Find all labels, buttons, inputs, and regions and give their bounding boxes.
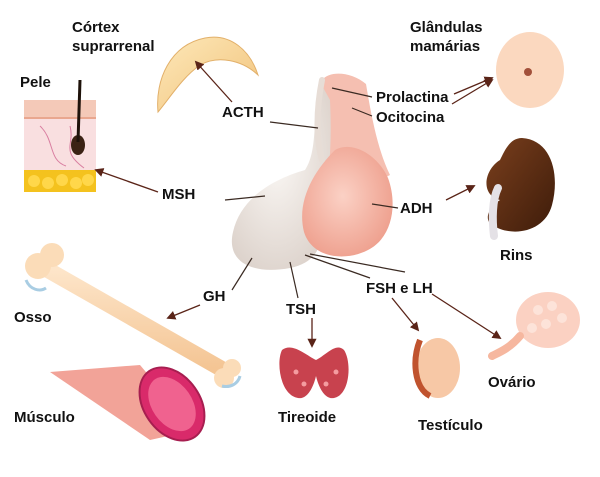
tsh-label: TSH	[286, 301, 316, 318]
acth-label: ACTH	[222, 104, 264, 121]
mammary-label: Glândulas mamárias	[410, 18, 483, 56]
arrow-to-bone	[166, 304, 201, 320]
kidney-label: Rins	[500, 247, 533, 264]
arrow-to-ovary	[431, 293, 502, 339]
fsh-lh-line-a	[304, 254, 371, 279]
skin-label: Pele	[20, 74, 51, 91]
msh-label: MSH	[162, 186, 196, 203]
gh-line	[231, 257, 253, 291]
ovary-illustration	[488, 292, 580, 360]
bone-illustration	[24, 243, 242, 388]
adh-label: ADH	[400, 200, 433, 217]
posterior-lobe	[302, 146, 393, 257]
oxytocin-line	[351, 107, 373, 117]
testis-illustration	[412, 338, 460, 399]
arrow-to-cortex	[194, 60, 233, 103]
muscle-illustration	[50, 365, 206, 442]
fsh-lh-label: FSH e LH	[366, 280, 433, 297]
adrenal-cortex-illustration	[157, 36, 260, 114]
fsh-lh-line-b	[309, 253, 406, 273]
prolactin-label: Prolactina	[376, 89, 449, 106]
thyroid-label: Tireoide	[278, 409, 337, 426]
arrow-to-skin	[94, 168, 159, 193]
arrow-to-kidney	[445, 185, 476, 201]
oxytocin-label: Ocitocina	[376, 109, 445, 126]
prolactin-line	[331, 87, 373, 98]
stalk-back-highlight	[314, 77, 325, 163]
muscle-label: Músculo	[14, 409, 75, 426]
arrow-oxytocin-to-mammary	[451, 79, 494, 105]
kidney-illustration	[486, 138, 555, 240]
gh-label: GH	[203, 288, 226, 305]
mammary-label-line2: mamárias	[410, 38, 481, 55]
cortex-label-line2: suprarrenal	[72, 38, 155, 55]
testis-label: Testículo	[418, 417, 483, 434]
bone-label: Osso	[14, 309, 52, 326]
cortex-label: Córtex suprarrenal	[72, 18, 155, 56]
msh-line	[224, 195, 266, 201]
skin-illustration	[24, 79, 96, 192]
tsh-line	[289, 261, 299, 299]
arrow-to-testis	[391, 297, 420, 332]
thyroid-illustration	[279, 347, 349, 399]
acth-line	[269, 121, 319, 129]
pituitary-gland	[231, 73, 393, 270]
cortex-label-line1: Córtex	[72, 19, 120, 36]
mammary-gland-illustration	[496, 32, 564, 108]
adh-line	[371, 203, 399, 209]
ovary-label: Ovário	[488, 374, 536, 391]
mammary-label-line1: Glândulas	[410, 19, 483, 36]
